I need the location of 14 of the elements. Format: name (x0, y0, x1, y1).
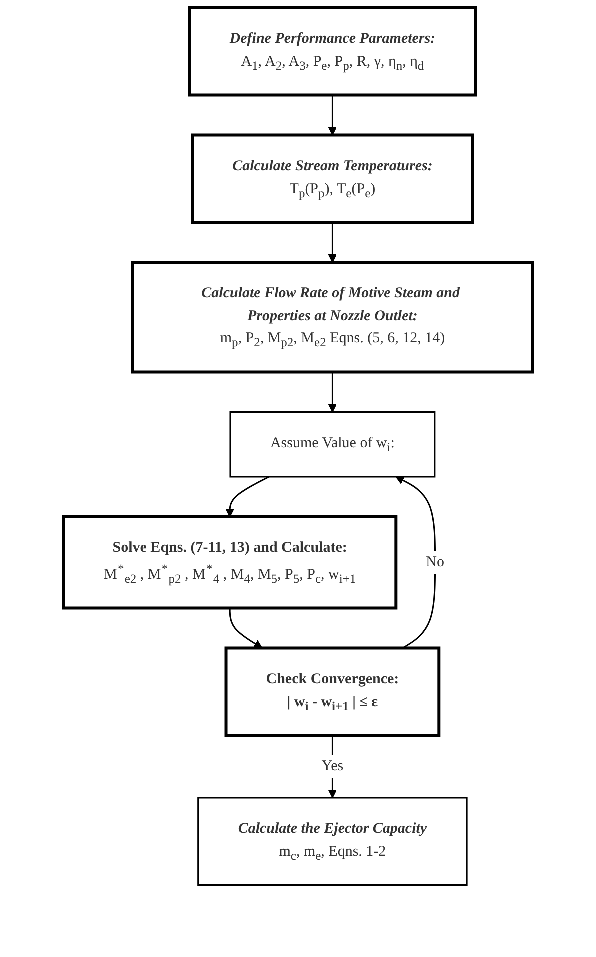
node-box: Define Performance Parameters: A$_{1}$, A$_{2}$, A$_{3}$, P$_{e}$, P$_{p}$, R, γ, η$_{n}$, η$_{d}$ (188, 6, 477, 97)
node-box: Assume Value of w$_{i}$: (229, 412, 436, 478)
edge-label: Yes (321, 758, 344, 774)
arrow (395, 476, 436, 649)
node-box: Calculate Flow Rate of Motive Steam and Properties at Nozzle Outlet: m$_{p}$, P$_{2}$, M$_{p}$$_{2}$, M$_{e}$$_{2}$ Eqns. (5, 6, 12, 14) (130, 261, 534, 374)
arrow (328, 372, 337, 413)
edge-label: No (426, 554, 444, 570)
arrow (228, 608, 262, 649)
node-box: Calculate the Ejector Capacity m$_{c}$, m$_{e}$, Eqns. 1-2 (197, 797, 468, 886)
arrow (328, 222, 337, 263)
arrow (225, 476, 270, 518)
arrow (328, 95, 337, 136)
node-box: Check Convergence: | w$_{i}$ - w$_{i+1}$ | ≤ ε (224, 646, 440, 737)
node-box: Calculate Stream Temperatures: T$_{p}$(P$_{p}$), T$_{e}$(P$_{e}$) (190, 134, 474, 224)
